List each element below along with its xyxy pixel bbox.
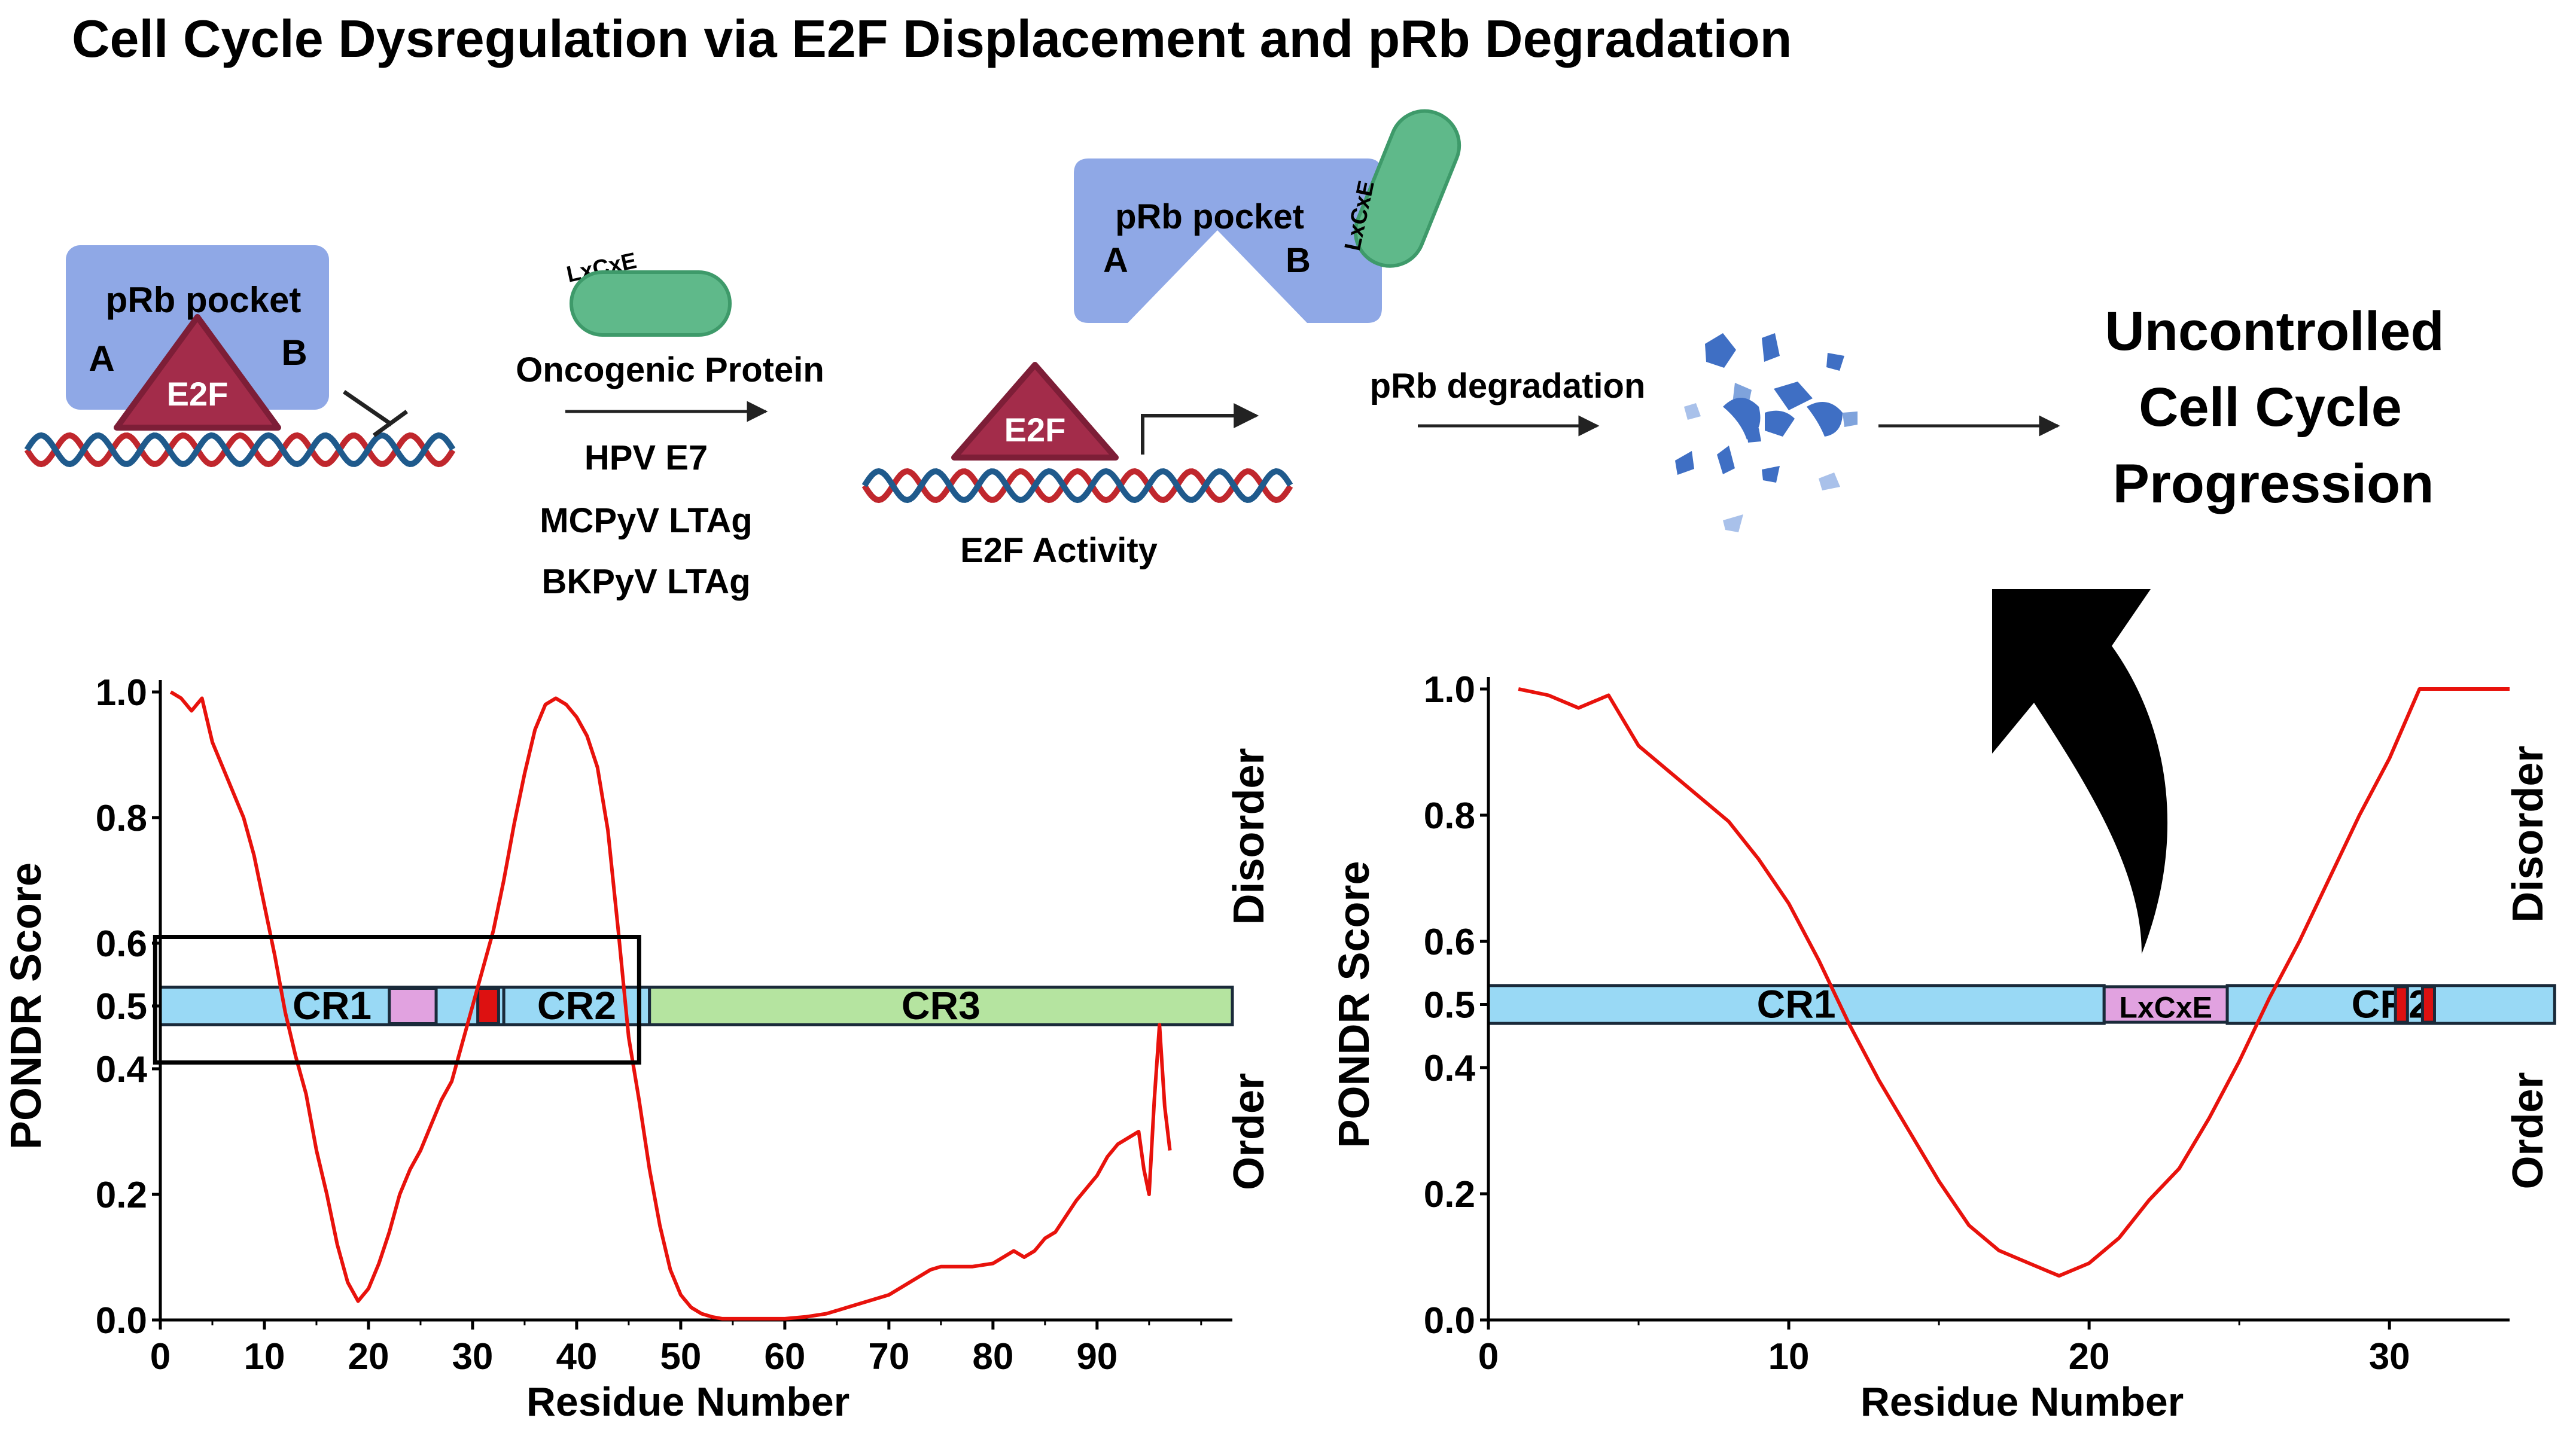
prb-pocket-label: pRb pocket <box>106 280 302 320</box>
red-motif-mark <box>2394 985 2409 1024</box>
pondr-trace <box>1518 687 2510 1278</box>
x-tick-label: 30 <box>452 1336 493 1377</box>
prb-pocket-label-2: pRb pocket <box>1115 197 1304 236</box>
pocket-a-label: A <box>89 339 114 379</box>
y-tick-label: 0.5 <box>96 986 147 1028</box>
pocket-b-label-2: B <box>1286 241 1311 280</box>
e2f-label-1: E2F <box>167 375 229 413</box>
oncogenic-protein-label: Oncogenic Protein <box>516 350 824 389</box>
oncoprotein-bkpyv: BKPyV LTAg <box>541 562 750 601</box>
order-label: Order <box>2504 1072 2552 1189</box>
oncogenic-protein-shape <box>570 270 732 337</box>
domain-label: CR3 <box>902 983 981 1028</box>
x-axis-label: Residue Number <box>526 1379 849 1425</box>
figure-title: Cell Cycle Dysregulation via E2F Displac… <box>72 9 1792 68</box>
domain-CR3 <box>648 986 1234 1026</box>
axes: 0.0 0.2 0.4 0.5 0.6 0.8 1.0 0 10 20 30 40 50 60 70 80 90 <box>96 672 1232 1377</box>
y-tick-label: 0.0 <box>96 1300 147 1342</box>
dna-helix-2 <box>861 468 1293 504</box>
x-tick-label: 20 <box>348 1336 389 1377</box>
lxcxe-box <box>388 987 438 1025</box>
outcome-line-2: Cell Cycle <box>2139 377 2402 438</box>
axes: 0.0 0.2 0.4 0.5 0.6 0.8 1.0 0 10 20 30 <box>1424 669 2510 1377</box>
y-axis-label: PONDR Score <box>1330 861 1378 1148</box>
pondr-trace <box>169 690 1172 1321</box>
pondr-chart-left: CR1 CR2 CR3 0.0 0.2 0.4 0.5 0.6 0.8 1.0 0 10 20 30 40… <box>2 672 1273 1425</box>
y-tick-label: 1.0 <box>1424 669 1475 711</box>
x-tick-label: 10 <box>243 1336 285 1377</box>
domain-bar: CR1 CR2 CR3 <box>159 983 1234 1028</box>
y-tick-label: 0.6 <box>1424 922 1475 963</box>
pocket-b-label: B <box>281 333 307 373</box>
y-tick-label: 1.0 <box>96 672 147 714</box>
inhibition-arrow <box>343 390 409 437</box>
y-tick-label: 0.2 <box>1424 1174 1475 1215</box>
domain-label: CR1 <box>293 983 372 1028</box>
domain-label: CR2 <box>537 983 616 1028</box>
x-axis-label: Residue Number <box>1861 1379 2184 1425</box>
x-tick-label: 0 <box>1478 1336 1499 1377</box>
y-tick-label: 0.5 <box>1424 985 1475 1026</box>
e2f-label-2: E2F <box>1004 411 1066 449</box>
degradation-label: pRb degradation <box>1370 367 1646 406</box>
outcome-line-3: Progression <box>2113 453 2434 514</box>
prb-fragments <box>1675 333 1858 532</box>
order-label: Order <box>1225 1073 1273 1190</box>
disorder-label: Disorder <box>2504 746 2552 923</box>
domain-label: CR2 <box>2352 982 2431 1026</box>
e2f-protein-2 <box>951 362 1119 461</box>
domain-bar: CR1 LxCxE CR2 <box>1487 982 2556 1026</box>
x-tick-label: 50 <box>660 1336 701 1377</box>
y-tick-label: 0.0 <box>1424 1300 1475 1342</box>
prb-pocket-open <box>1074 158 1382 323</box>
domain-CR2 <box>2225 984 2556 1025</box>
pondr-trace-group <box>169 690 1172 1321</box>
x-tick-label: 70 <box>868 1336 909 1377</box>
red-motif-mark <box>2420 985 2436 1024</box>
x-tick-label: 0 <box>150 1336 170 1377</box>
lxcxe-box <box>2102 985 2229 1024</box>
y-tick-label: 0.4 <box>1424 1048 1476 1089</box>
red-motif-mark <box>476 987 500 1025</box>
e2f-protein-1 <box>114 314 281 431</box>
pondr-chart-right: CR1 LxCxE CR2 0.0 0.2 0.4 0.5 0.6 0.8 1.0 0 10 20 30… <box>1330 669 2556 1425</box>
dna-helix-1 <box>24 432 456 468</box>
domain-CR1 <box>1487 984 2106 1025</box>
x-tick-label: 20 <box>2069 1336 2110 1377</box>
x-tick-label: 80 <box>972 1336 1013 1377</box>
outcome-line-1: Uncontrolled <box>2105 301 2444 362</box>
pocket-a-label-2: A <box>1103 241 1128 280</box>
x-tick-label: 30 <box>2369 1336 2410 1377</box>
e2f-activity-label: E2F Activity <box>960 531 1158 570</box>
y-tick-label: 0.2 <box>96 1175 147 1216</box>
x-tick-label: 40 <box>556 1336 597 1377</box>
x-tick-label: 10 <box>1768 1336 1810 1377</box>
y-tick-label: 0.8 <box>96 798 147 839</box>
bound-oncoprotein-shape <box>1353 109 1461 268</box>
pondr-trace-group <box>1518 687 2510 1278</box>
y-tick-label: 0.8 <box>1424 795 1475 837</box>
domain-label: LxCxE <box>2119 991 2212 1025</box>
curved-arrow <box>1992 589 2168 954</box>
x-tick-label: 90 <box>1076 1336 1118 1377</box>
x-tick-label: 60 <box>764 1336 805 1377</box>
disorder-label: Disorder <box>1225 748 1273 925</box>
oncoprotein-hpv-e7: HPV E7 <box>584 438 708 477</box>
y-tick-label: 0.4 <box>96 1049 148 1090</box>
domain-label: CR1 <box>1757 982 1836 1026</box>
oncoprotein-mcpyv: MCPyV LTAg <box>540 501 753 540</box>
y-tick-label: 0.6 <box>96 923 147 965</box>
y-axis-label: PONDR Score <box>2 862 50 1150</box>
highlight-box <box>153 935 641 1065</box>
transcription-arrow <box>1141 403 1259 455</box>
